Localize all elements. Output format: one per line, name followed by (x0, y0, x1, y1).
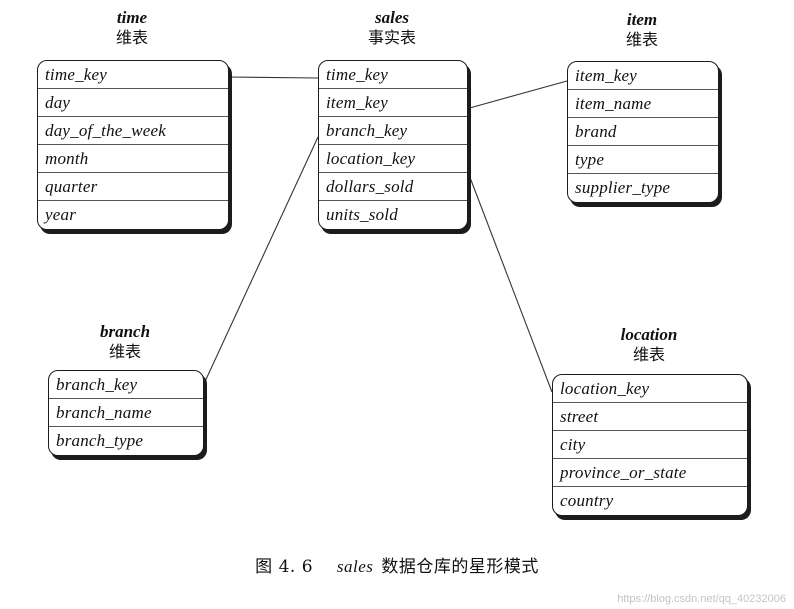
item-table-header: item 维表 (567, 10, 717, 49)
item-table: item_key item_name brand type supplier_t… (567, 61, 719, 203)
sales-field-location-key: location_key (319, 145, 467, 173)
location-field-location-key: location_key (553, 375, 747, 403)
item-field-brand: brand (568, 118, 718, 146)
link-sales-location (465, 166, 553, 393)
sales-field-branch-key: branch_key (319, 117, 467, 145)
time-field-quarter: quarter (38, 173, 228, 201)
figure-caption: 图 4. 6 sales 数据仓库的星形模式 (0, 552, 794, 577)
branch-table: branch_key branch_name branch_type (48, 370, 204, 456)
time-table-type: 维表 (115, 27, 148, 47)
time-field-day: day (38, 89, 228, 117)
time-field-time-key: time_key (38, 61, 228, 89)
sales-table: time_key item_key branch_key location_ke… (318, 60, 468, 230)
location-field-country: country (560, 491, 614, 510)
branch-table-name: branch (99, 322, 151, 341)
sales-table-type: 事实表 (367, 27, 416, 47)
link-sales-item (465, 80, 568, 110)
branch-field-branch-key: branch_key (49, 371, 203, 399)
time-field-year: year (45, 205, 77, 224)
branch-field-branch-name: branch_name (49, 399, 203, 427)
sales-field-units-sold: units_sold (326, 205, 398, 224)
item-field-item-key: item_key (568, 62, 718, 90)
figure-caption-text: 数据仓库的星形模式 (381, 557, 539, 577)
time-table-header: time 维表 (37, 8, 227, 47)
sales-field-time-key: time_key (319, 61, 467, 89)
sales-field-item-key: item_key (319, 89, 467, 117)
time-table-name: time (116, 8, 148, 27)
item-table-type: 维表 (625, 29, 658, 49)
time-field-month: month (38, 145, 228, 173)
time-table: time_key day day_of_the_week month quart… (37, 60, 229, 230)
item-field-supplier-type: supplier_type (575, 178, 671, 197)
time-field-day-of-the-week: day_of_the_week (38, 117, 228, 145)
item-field-item-name: item_name (568, 90, 718, 118)
item-table-name: item (626, 10, 658, 29)
item-field-type: type (568, 146, 718, 174)
branch-field-branch-type: branch_type (56, 431, 144, 450)
location-field-province-or-state: province_or_state (553, 459, 747, 487)
sales-field-dollars-sold: dollars_sold (319, 173, 467, 201)
branch-table-header: branch 维表 (48, 322, 202, 361)
figure-caption-label: 图 4. 6 (255, 557, 314, 577)
location-table-header: location 维表 (552, 325, 746, 364)
link-sales-time (226, 76, 319, 79)
location-field-street: street (553, 403, 747, 431)
location-field-city: city (553, 431, 747, 459)
location-table-type: 维表 (632, 344, 665, 364)
branch-table-type: 维表 (108, 341, 141, 361)
location-table: location_key street city province_or_sta… (552, 374, 748, 516)
location-table-name: location (620, 325, 678, 344)
figure-caption-table: sales (336, 557, 374, 576)
sales-table-header: sales 事实表 (318, 8, 466, 47)
watermark: https://blog.csdn.net/qq_40232006 (617, 593, 786, 605)
sales-table-name: sales (375, 8, 409, 27)
